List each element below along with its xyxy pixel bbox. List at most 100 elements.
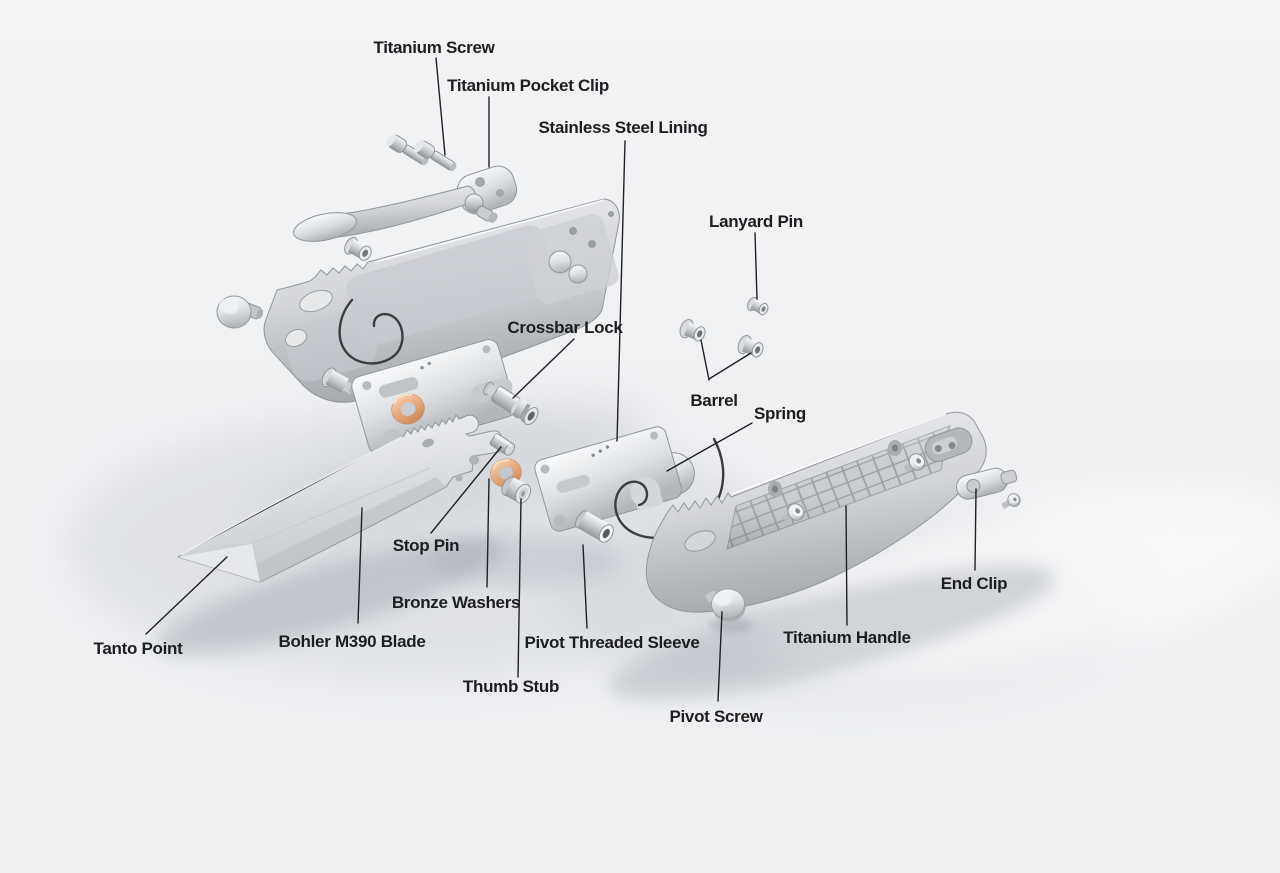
handle-screw-1 — [782, 503, 805, 523]
leader-crossbar-lock — [512, 338, 575, 399]
blade-edge-bevel — [248, 477, 446, 582]
left-scale-highlight — [374, 199, 605, 263]
leader-titanium-screw — [435, 57, 446, 156]
pocket-clip-boss — [464, 193, 484, 213]
label-barrel: Barrel — [690, 391, 737, 410]
part-barrel-2 — [737, 335, 764, 358]
part-titanium-pocket-clip — [293, 165, 518, 242]
leader-lanyard-pin — [754, 232, 758, 300]
left-scale-recess-main — [346, 225, 557, 346]
left-liner-dot-2 — [427, 361, 431, 366]
right-liner-dot-3 — [605, 445, 610, 449]
end-clip-screw — [1001, 493, 1021, 510]
part-labels: Titanium Screw Titanium Pocket Clip Stai… — [94, 38, 1008, 726]
leader-bronze-washers — [486, 478, 490, 588]
part-pivot-screw — [705, 588, 746, 622]
part-crossbar-lock — [483, 381, 539, 426]
left-liner-slot — [379, 377, 419, 398]
pocket-clip-hole-1 — [475, 177, 485, 187]
pocket-clip-post-end — [488, 212, 498, 223]
part-left-titanium-scale — [263, 198, 620, 403]
left-scale-hole-3 — [608, 211, 614, 217]
label-stop-pin: Stop Pin — [393, 536, 460, 555]
handle-top-highlight — [731, 413, 947, 495]
back-disc-highlight — [219, 298, 239, 314]
handle-counterbore-1-hole — [772, 485, 778, 493]
shadow-blade — [156, 537, 504, 655]
label-crossbar-lock: Crossbar Lock — [507, 318, 623, 337]
label-spring: Spring — [754, 404, 806, 423]
left-scale-hole-2 — [588, 240, 596, 248]
part-blade — [176, 414, 502, 583]
right-liner-hole-2 — [650, 431, 659, 440]
left-scale-oblong-hole — [299, 289, 333, 313]
leader-titanium-handle — [845, 505, 848, 626]
part-stop-pin — [489, 433, 516, 456]
left-scale-hole-1 — [569, 227, 577, 235]
part-bronze-washer-1 — [391, 393, 425, 425]
pocket-clip-hole-2 — [496, 189, 504, 197]
label-titanium-handle: Titanium Handle — [783, 628, 910, 647]
label-bronze-washers: Bronze Washers — [392, 593, 520, 612]
leader-end-clip — [974, 488, 977, 571]
part-barrel-1 — [679, 319, 706, 342]
leader-lines — [145, 57, 977, 702]
leader-thumb-stub — [517, 498, 522, 678]
shadow-right-handle — [608, 565, 1056, 699]
blade-tang-hole-1 — [469, 455, 479, 465]
leader-spring — [666, 422, 753, 472]
part-left-wire-spring — [338, 298, 404, 365]
leader-pivot-threaded-sleeve — [582, 544, 588, 629]
label-pivot-screw: Pivot Screw — [669, 707, 763, 726]
right-liner-slot — [556, 474, 590, 493]
right-liner-hole-3 — [553, 514, 566, 527]
label-thumb-stub: Thumb Stub — [463, 677, 559, 696]
handle-screw-2 — [903, 453, 926, 473]
label-titanium-pocket-clip: Titanium Pocket Clip — [447, 76, 609, 95]
left-liner-dot-1 — [420, 365, 424, 370]
blade-grind-line — [251, 467, 431, 545]
label-stainless-steel-lining: Stainless Steel Lining — [538, 118, 707, 137]
part-titanium-handle — [645, 411, 987, 613]
left-scale-boss-1 — [548, 250, 572, 274]
blade-tang-hole-2 — [455, 474, 463, 482]
blade-tanto-facet — [178, 544, 260, 582]
handle-inlay-sheen — [727, 426, 950, 549]
part-lanyard-pin — [747, 296, 769, 316]
part-pivot-threaded-sleeve — [575, 510, 614, 543]
label-end-clip: End Clip — [941, 574, 1008, 593]
shadow-pivot-screw — [709, 618, 753, 632]
right-liner-dot-2 — [598, 449, 602, 453]
blade-spine-highlight — [180, 436, 403, 556]
left-scale-lanyard-hole — [284, 328, 308, 348]
back-disc-stub-end — [256, 309, 264, 319]
part-back-disc — [216, 295, 264, 329]
right-liner-hole-1 — [540, 464, 550, 474]
pivot-screw-highlight — [714, 592, 732, 606]
handle-clip-recess-hole-1 — [934, 444, 942, 452]
left-liner-hole-1 — [362, 381, 372, 391]
pocket-clip-paddle — [293, 212, 357, 242]
label-lanyard-pin: Lanyard Pin — [709, 212, 803, 231]
part-thumb-stub — [501, 476, 531, 504]
shadow-center-parts — [430, 534, 620, 586]
label-tanto-point: Tanto Point — [94, 639, 184, 658]
left-scale-recess-butt — [285, 309, 378, 382]
left-scale-boss-2 — [568, 264, 588, 284]
label-pivot-threaded-sleeve: Pivot Threaded Sleeve — [524, 633, 699, 652]
handle-clip-recess-hole-2 — [948, 442, 956, 450]
titanium-screw-2 — [414, 139, 457, 172]
leader-stainless-steel-lining — [616, 140, 626, 442]
label-titanium-screw: Titanium Screw — [373, 38, 495, 57]
leader-stop-pin — [430, 446, 502, 534]
label-bohler-m390-blade: Bohler M390 Blade — [278, 632, 425, 651]
handle-counterbore-2-hole — [892, 444, 898, 452]
blade-tang-slot — [422, 438, 434, 448]
leader-pivot-screw — [717, 611, 723, 702]
right-liner-dot-1 — [591, 453, 595, 457]
leader-bohler-m390-blade — [357, 507, 363, 624]
part-standoff-top — [344, 236, 372, 261]
end-clip-tab — [1000, 469, 1018, 485]
